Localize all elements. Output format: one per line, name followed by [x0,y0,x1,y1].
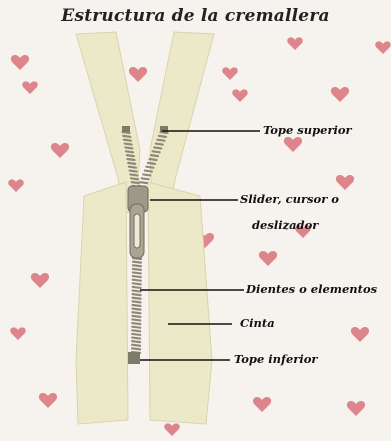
label-slider-line2: deslizador [252,218,318,232]
zipper-slider [128,186,148,258]
label-dientes: Dientes o elementos [246,282,377,296]
label-tope-inferior: Tope inferior [234,352,317,366]
bottom-stop [128,352,140,364]
label-cinta: Cinta [240,316,275,330]
label-slider-line1: Slider, cursor o [240,192,339,206]
zipper-tape [76,32,214,424]
label-tope-superior: Tope superior [263,123,352,137]
